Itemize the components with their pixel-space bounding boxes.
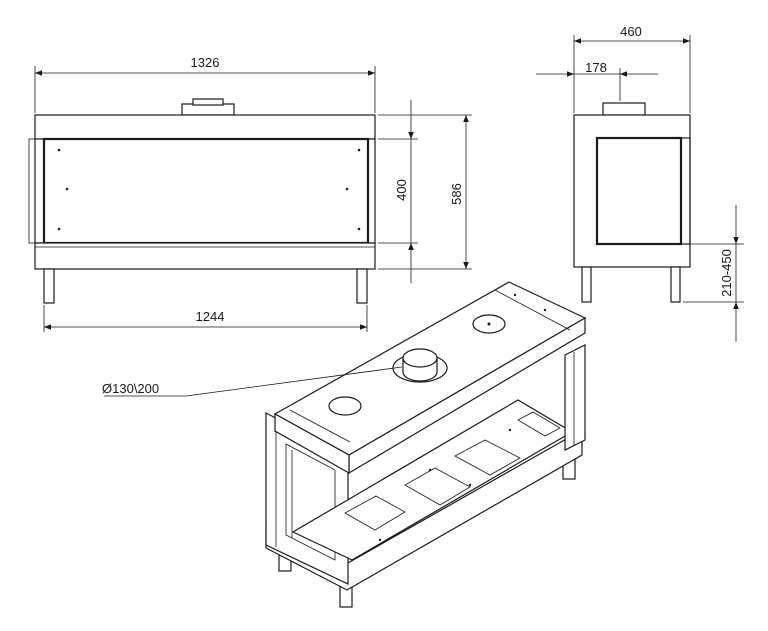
dim-overall-width: 1326 xyxy=(191,55,220,70)
callout-leader-line xyxy=(185,366,403,397)
front-left-flange xyxy=(28,138,36,244)
iso-burner-tray-3 xyxy=(454,439,521,476)
front-view xyxy=(28,98,376,304)
side-left-leg xyxy=(581,266,592,303)
iso-screw-dots xyxy=(378,293,547,542)
iso-burner-tray-4 xyxy=(517,411,561,437)
side-dimensions: 460 178 210-450 xyxy=(536,24,744,342)
dim-leg-span: 1244 xyxy=(196,309,225,324)
front-top-band xyxy=(34,114,376,140)
side-view xyxy=(573,102,691,303)
front-flue-collar xyxy=(181,103,235,116)
dim-window-height: 400 xyxy=(394,179,409,201)
dim-leg-height-range: 210-450 xyxy=(719,249,734,297)
side-body xyxy=(573,114,691,268)
iso-top-lid-left-edge xyxy=(274,412,350,475)
side-flue-collar xyxy=(602,102,646,116)
iso-top-opening-right xyxy=(472,314,506,334)
dim-overall-depth: 460 xyxy=(620,24,642,39)
front-screw-dots xyxy=(57,148,361,231)
iso-flue-inner-top xyxy=(402,348,438,368)
side-right-leg xyxy=(670,266,681,303)
iso-top-opening-left xyxy=(328,396,362,416)
iso-burner-tray-2 xyxy=(404,467,471,506)
iso-burner-tray-1 xyxy=(344,495,406,531)
dim-overall-height: 586 xyxy=(449,183,464,205)
dim-flue-diameter: Ø130\200 xyxy=(102,381,159,396)
front-right-leg xyxy=(356,268,368,304)
front-left-leg xyxy=(43,268,55,304)
iso-right-end-frame xyxy=(564,344,586,451)
isometric-view xyxy=(265,281,587,608)
front-body xyxy=(34,138,376,244)
flue-diameter-callout: Ø130\200 xyxy=(102,366,403,397)
iso-left-glass xyxy=(285,443,336,561)
dim-flue-offset: 178 xyxy=(585,60,607,75)
front-flue-top xyxy=(192,98,224,106)
front-dimensions: 1326 400 586 1244 xyxy=(34,55,472,332)
